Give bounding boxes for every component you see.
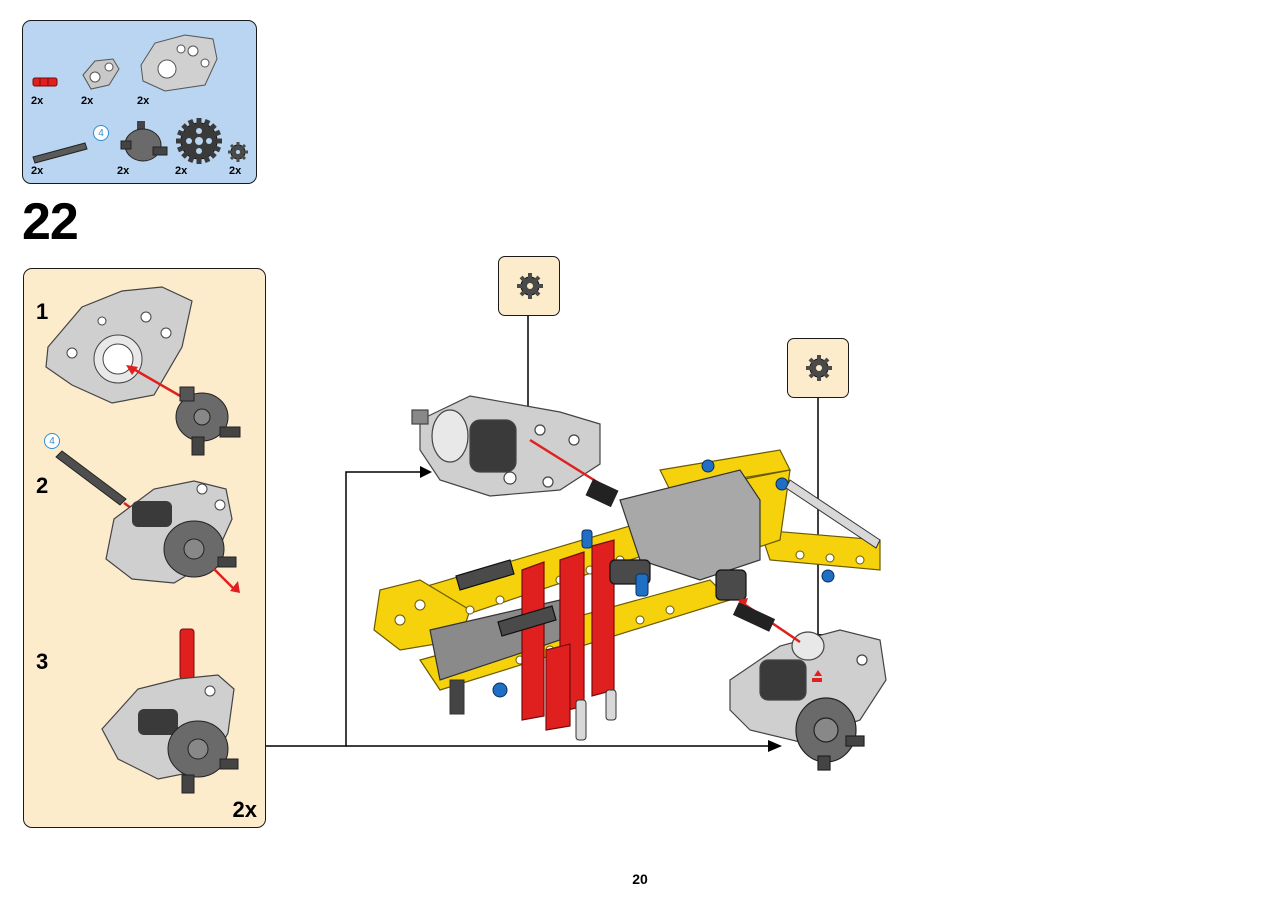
differential-hub-icon (120, 121, 168, 162)
red-axle-pin-icon (32, 77, 58, 87)
substep-number: 2 (36, 473, 49, 498)
dark-axle-icon (32, 142, 88, 164)
page-number: 20 (632, 871, 648, 887)
gear-small-icon (517, 273, 543, 299)
subassembly-multiplier: 2x (232, 797, 257, 822)
part-qty: 2x (137, 95, 150, 107)
part-qty: 2x (117, 165, 130, 177)
part-qty: 2x (229, 165, 242, 177)
gear-callout-top (498, 256, 560, 316)
subassembly-box: 1 2 3 4 2x (23, 268, 266, 828)
part-qty: 2x (31, 95, 44, 107)
substep-2-illustration (55, 450, 240, 593)
gear-small-icon (228, 142, 248, 162)
part-qty: 2x (31, 165, 44, 177)
gear-24-tooth-icon (176, 118, 222, 164)
grey-housing-icon (140, 34, 218, 92)
substep-3-illustration (101, 628, 239, 794)
substep-number: 3 (36, 649, 49, 674)
parts-list-box: 2x 2x 2x 4 2x 2x (22, 20, 257, 184)
substep-number: 1 (36, 299, 49, 324)
substep-1-illustration (45, 286, 241, 456)
gear-small-icon (806, 355, 832, 381)
gear-callout-right (787, 338, 849, 398)
step-number: 22 (22, 193, 79, 251)
part-qty: 2x (175, 165, 188, 177)
axle-length-badge: 4 (44, 433, 60, 449)
axle-length-badge: 4 (93, 125, 109, 141)
grey-connector-icon (82, 58, 120, 90)
part-qty: 2x (81, 95, 94, 107)
